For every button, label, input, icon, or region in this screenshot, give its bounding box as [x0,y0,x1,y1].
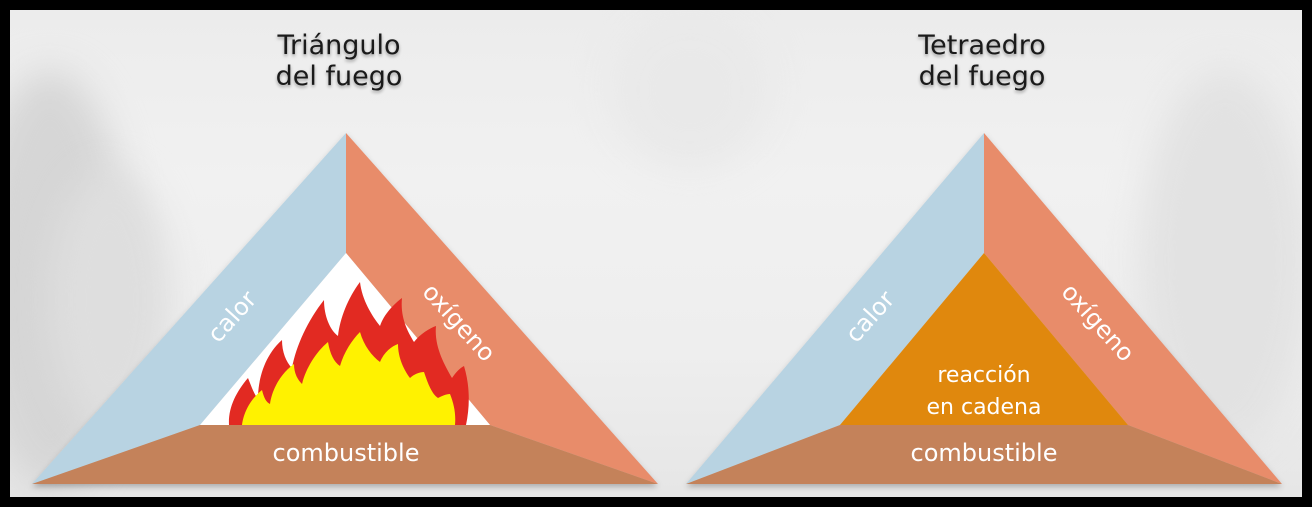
chain-reaction-label-line2: en cadena [927,395,1042,420]
heat-face [686,133,984,484]
tetrahedron-fuel-label: combustible [911,439,1058,467]
triangle-title: Triángulo del fuego [189,30,489,92]
fire-tetrahedron [686,133,1282,484]
fuel-face [32,425,658,484]
flame-inner [242,332,456,425]
tetrahedron-title-line1: Tetraedro [918,30,1046,61]
tetrahedron-title-line2: del fuego [918,61,1046,92]
background-silhouette [610,10,770,170]
triangle-title-line1: Triángulo [277,30,401,61]
tetrahedron-title: Tetraedro del fuego [832,30,1132,92]
fuel-face [686,425,1282,484]
flame-icon [228,282,469,425]
fire-triangle [32,133,658,484]
chain-reaction-label-line1: reacción [937,363,1030,388]
oxygen-face [346,133,658,484]
heat-face [32,133,346,484]
triangle-fuel-label: combustible [273,439,420,467]
triangle-title-line2: del fuego [275,61,403,92]
oxygen-face [984,133,1282,484]
chain-reaction-face [840,253,1128,425]
